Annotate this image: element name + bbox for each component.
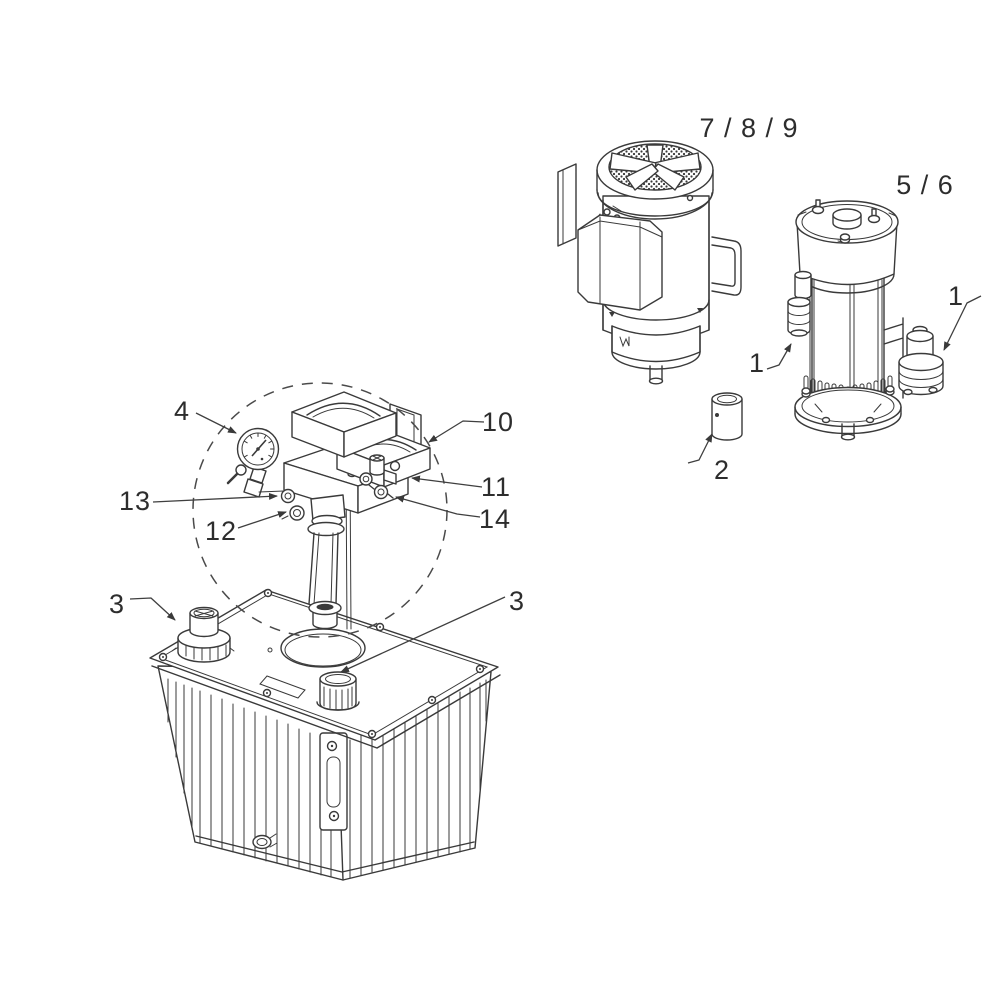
lid-screws (158, 588, 485, 739)
drain-plug (252, 833, 278, 850)
valve-cluster (359, 454, 401, 500)
valve-14 (373, 484, 389, 500)
leader-10 (428, 420, 485, 443)
leader-13 (152, 492, 278, 503)
motor-handle (711, 236, 742, 296)
pump-assembly-drawing (787, 199, 944, 441)
callout-14: 14 (479, 504, 511, 534)
pressure-gauge (236, 427, 280, 471)
suction-bushing (308, 600, 342, 630)
callout-12: 12 (205, 516, 237, 546)
callout-2: 2 (714, 455, 730, 485)
leader-lines (129, 295, 982, 673)
reservoir-tank-drawing (149, 588, 501, 881)
callout-motor: 7 / 8 / 9 (699, 113, 798, 143)
clamp-bolt-icon (603, 208, 611, 216)
port-fitting-12 (289, 505, 305, 521)
leader-4 (195, 412, 237, 434)
callout-labels: 7 / 8 / 9 5 / 6 1 1 2 4 10 11 14 13 12 3… (109, 113, 964, 619)
filler-cap (316, 671, 360, 711)
motor-shaft (648, 377, 664, 385)
coupling-drawing (711, 392, 743, 441)
callout-3-right: 3 (509, 586, 525, 616)
valve-assembly-drawing (226, 391, 431, 630)
electric-motor-drawing (557, 140, 742, 385)
port-fitting-13 (280, 488, 296, 504)
pump-shaft-stub (840, 433, 856, 441)
set-screw-hole (715, 413, 719, 417)
callout-13: 13 (119, 486, 151, 516)
junction-box (577, 214, 663, 311)
name-plate (259, 675, 306, 699)
callout-4: 4 (174, 396, 190, 426)
leader-3-right (340, 596, 506, 673)
callout-3-left: 3 (109, 589, 125, 619)
callout-1-left: 1 (749, 348, 765, 378)
suction-flange (307, 521, 345, 537)
tank-ribs-right (349, 679, 487, 879)
callout-pump: 5 / 6 (896, 170, 954, 200)
valve-11 (359, 472, 373, 486)
gauge-shutoff (235, 464, 247, 476)
leader-12 (237, 511, 287, 529)
breather-cap (171, 606, 235, 663)
right-strainer (883, 317, 944, 399)
callout-1-right: 1 (948, 281, 964, 311)
pump-base-flange (794, 386, 902, 428)
motor-bracket (557, 163, 577, 247)
callout-10: 10 (482, 407, 514, 437)
leader-1-right (943, 295, 982, 351)
leader-14 (395, 495, 481, 518)
sight-glass (319, 732, 348, 831)
dashed-group-circle (192, 382, 448, 638)
leader-3-left (129, 597, 176, 621)
callout-11: 11 (481, 472, 511, 502)
pump-center-boss (832, 208, 862, 222)
leader-11 (411, 475, 483, 488)
leader-1-left (766, 343, 792, 370)
leader-2 (687, 433, 713, 464)
left-strainer (787, 270, 812, 337)
